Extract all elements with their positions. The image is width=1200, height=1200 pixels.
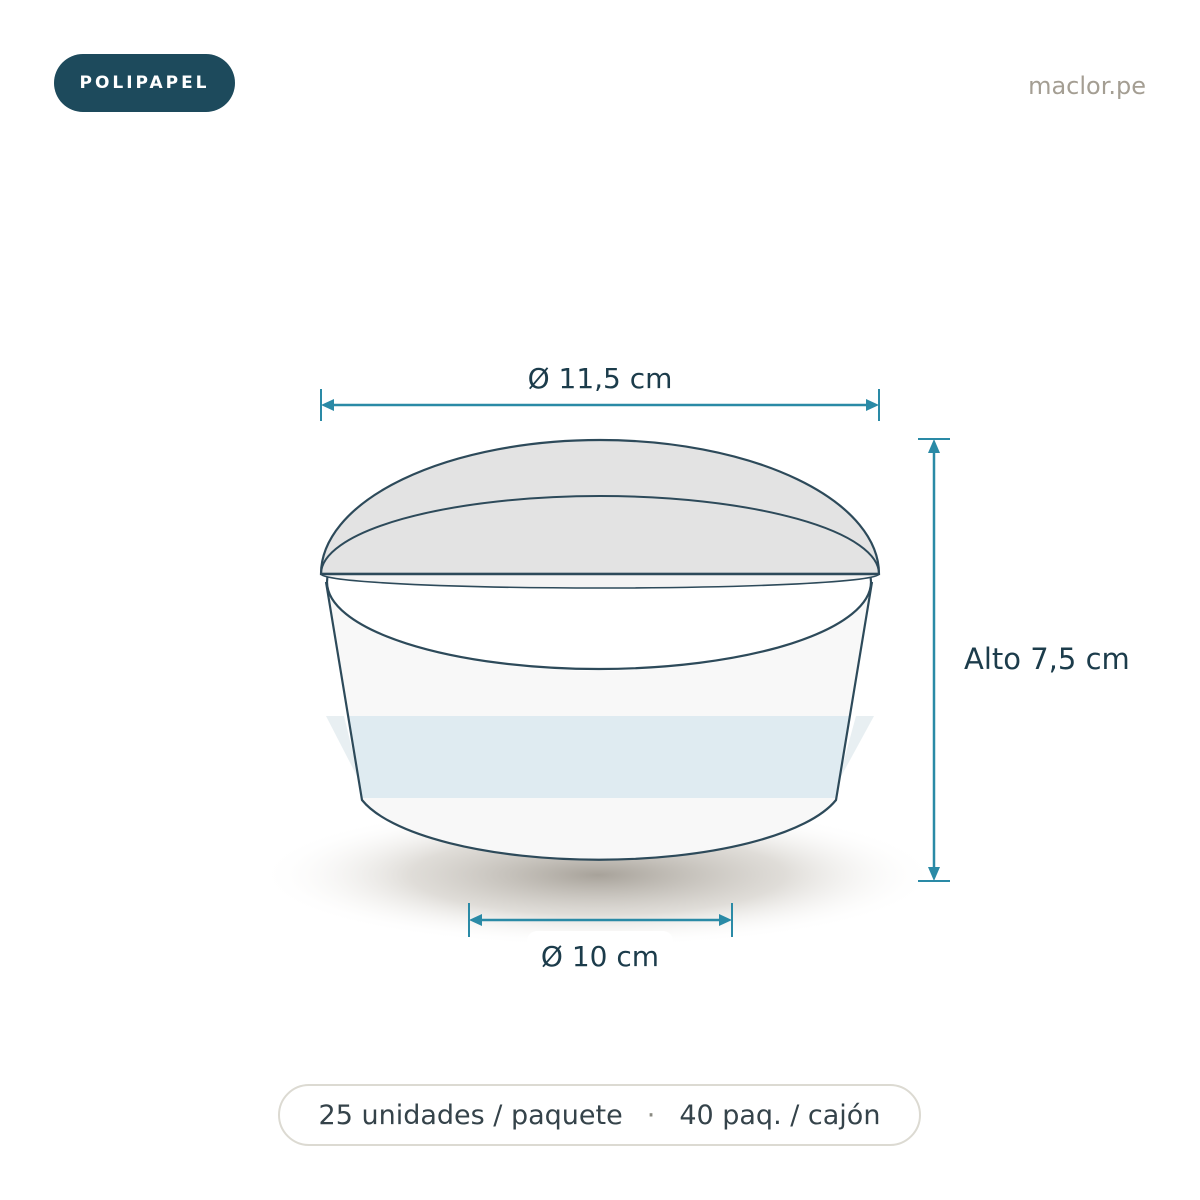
packs-per-box: 40 paq. / cajón	[679, 1099, 881, 1131]
lid-rim	[320, 573, 880, 589]
cup-band-edge-right	[838, 716, 874, 782]
separator-dot: ·	[646, 1099, 656, 1131]
height-label: Alto 7,5 cm	[964, 642, 1130, 676]
dimension-height	[918, 438, 950, 882]
cup-shadow	[258, 803, 938, 947]
cup-band-edge-left	[326, 716, 360, 782]
top-diameter-label: Ø 11,5 cm	[527, 362, 673, 395]
brand-badge: POLIPAPEL	[54, 54, 235, 112]
dome-lid	[319, 438, 881, 576]
dome-lid-inner-arc	[320, 495, 880, 575]
units-per-pack: 25 unidades / paquete	[318, 1099, 623, 1131]
cup-band	[326, 716, 872, 798]
site-url: maclor.pe	[1028, 72, 1146, 100]
dimension-top-diameter	[320, 389, 880, 421]
cup-outline	[324, 581, 874, 861]
packaging-info: 25 unidades / paquete · 40 paq. / cajón	[278, 1084, 921, 1146]
dimension-bottom-diameter	[468, 903, 733, 937]
bottom-diameter-label: Ø 10 cm	[527, 931, 673, 981]
